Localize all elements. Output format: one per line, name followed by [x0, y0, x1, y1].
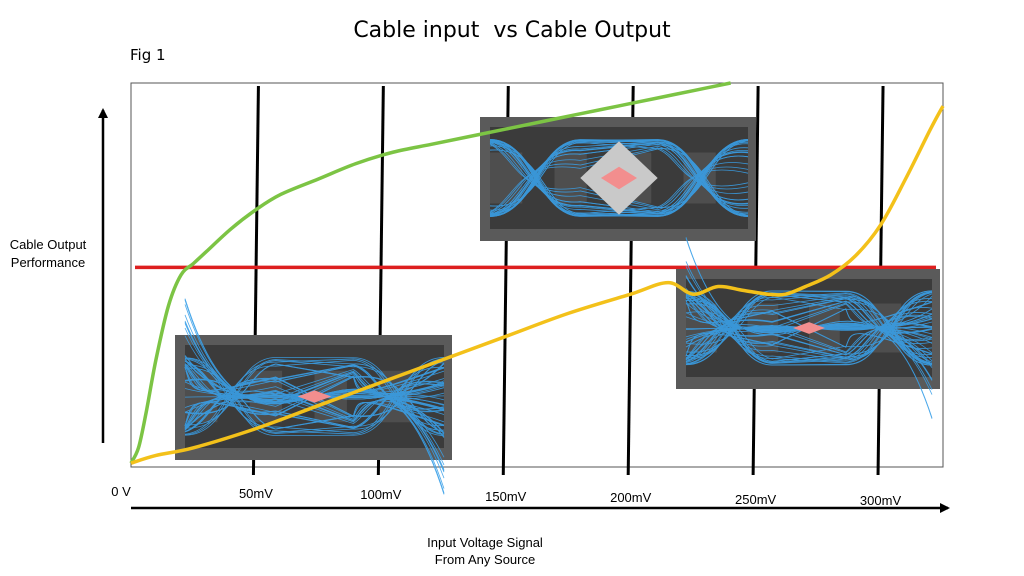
series-lines: [129, 81, 945, 465]
x-tick-label: 250mV: [735, 491, 777, 507]
y-axis-label-line-1: Cable Output: [9, 237, 87, 252]
eye-diagram-bottom-right: [676, 237, 940, 419]
eye-diagram-bottom-left-mask: [297, 390, 332, 403]
figure-label: Fig 1: [130, 46, 166, 64]
eye-diagram-insets: [175, 117, 940, 495]
x-tick-label: 100mV: [360, 487, 402, 502]
series-line-2: [130, 105, 945, 465]
x-tick-label: 50mV: [238, 485, 273, 501]
x-axis-label-line-1: Input Voltage Signal: [427, 535, 543, 550]
x-tick-label: 300mV: [859, 493, 902, 508]
x-tick-label: 150mV: [485, 488, 527, 504]
y-axis-label-line-2: Performance: [10, 255, 86, 270]
eye-diagram-bottom-right-mask: [793, 322, 825, 334]
eye-diagram-bottom-left: [175, 298, 452, 495]
x-tick-label: 200mV: [610, 490, 652, 505]
eye-diagram-top-mask: [600, 166, 638, 190]
eye-diagram-top: [480, 117, 756, 241]
x-tick-label: 0 V: [111, 484, 131, 499]
x-axis-label-line-2: From Any Source: [434, 552, 536, 567]
eye-diagram-bottom-right-traces: [685, 237, 933, 419]
series-line-1: [129, 81, 731, 464]
chart-title: Cable input vs Cable Output: [353, 18, 671, 43]
